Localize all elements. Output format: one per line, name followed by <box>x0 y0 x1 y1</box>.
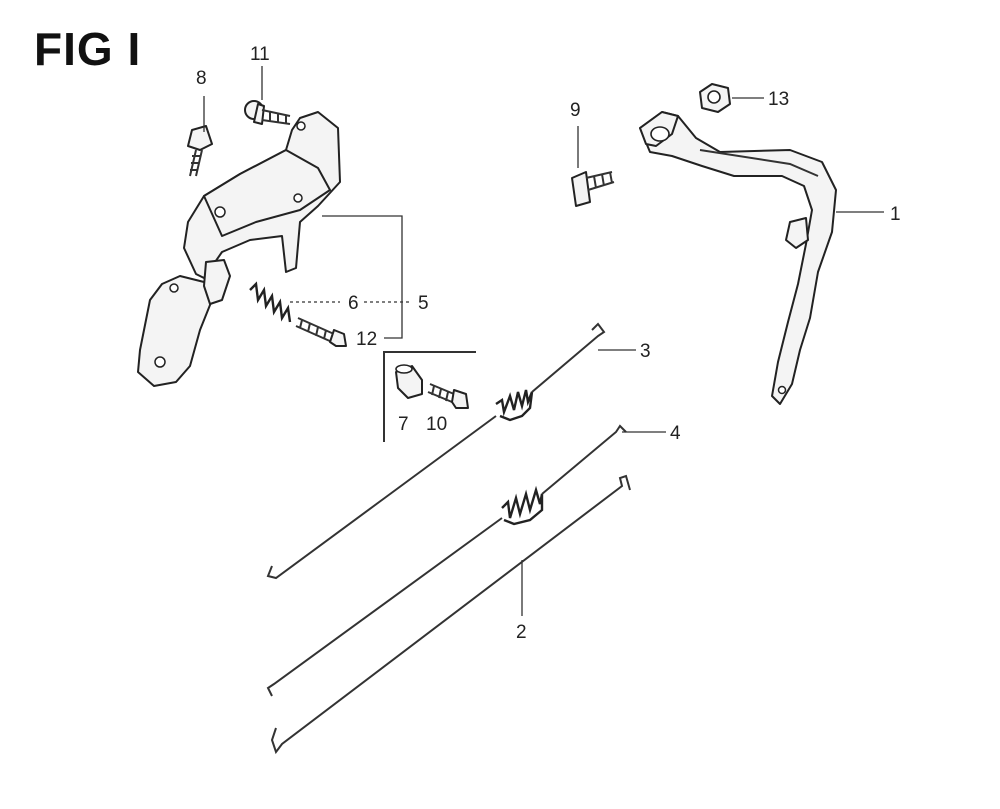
nut-13 <box>699 83 731 113</box>
callout-8: 8 <box>196 68 207 89</box>
rod-2 <box>270 474 631 755</box>
leader-lines <box>203 66 884 616</box>
lever-arm-1 <box>639 111 837 405</box>
callout-labels: 8 11 9 13 1 6 5 12 3 7 10 4 2 <box>196 44 901 643</box>
callout-1: 1 <box>890 204 901 225</box>
callout-6: 6 <box>348 293 359 314</box>
callout-10: 10 <box>426 414 447 435</box>
callout-9: 9 <box>570 100 581 121</box>
bolt-8 <box>187 125 213 177</box>
callout-11: 11 <box>250 44 270 65</box>
spring-rod-4 <box>266 424 627 697</box>
bolt-9 <box>571 171 615 207</box>
figure-title: FIG I <box>34 23 142 75</box>
screw-10 <box>427 383 469 409</box>
callout-12: 12 <box>356 329 377 350</box>
callout-2: 2 <box>516 622 527 643</box>
screw-12 <box>295 317 347 347</box>
bolt-11 <box>244 100 291 125</box>
spring-rod-3 <box>266 322 606 580</box>
callout-3: 3 <box>640 341 651 362</box>
spring-6 <box>249 281 292 323</box>
callout-4: 4 <box>670 423 681 444</box>
kit-bracket-line <box>383 351 476 442</box>
callout-7: 7 <box>398 414 409 435</box>
governor-bracket-assembly <box>137 111 341 387</box>
collar-7 <box>395 364 423 399</box>
callout-5: 5 <box>418 293 429 314</box>
callout-13: 13 <box>768 89 789 110</box>
